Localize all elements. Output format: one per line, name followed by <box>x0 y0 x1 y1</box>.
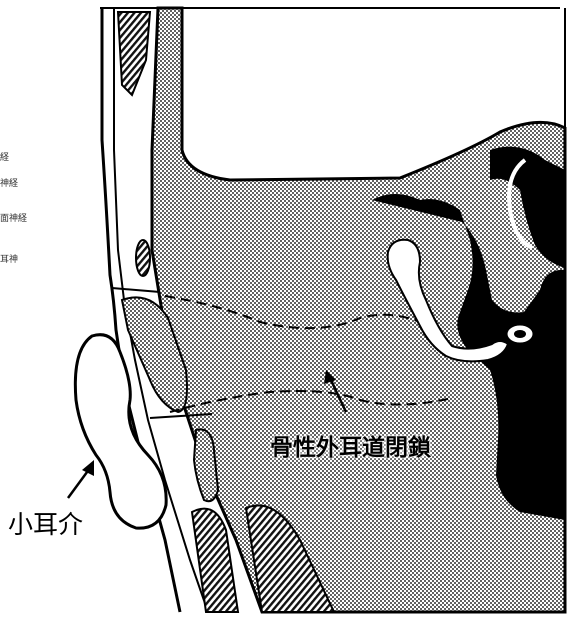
hatched-tissue-top <box>118 12 150 95</box>
microtia-label: 小耳介 <box>8 505 83 541</box>
microtia-arrow-shaft <box>68 468 90 498</box>
closure-label: 骨性外耳道閉鎖 <box>270 428 431 462</box>
stapes-center <box>514 330 526 338</box>
edge-label-2: 神経 <box>0 176 18 189</box>
boundary-line-upper <box>112 288 160 292</box>
edge-label-3: 面神経 <box>0 211 27 224</box>
edge-label-1: 経 <box>0 150 9 163</box>
microtia-arrow-head <box>82 460 94 476</box>
hatched-oval <box>136 240 150 276</box>
edge-label-4: 耳神 <box>0 252 18 265</box>
